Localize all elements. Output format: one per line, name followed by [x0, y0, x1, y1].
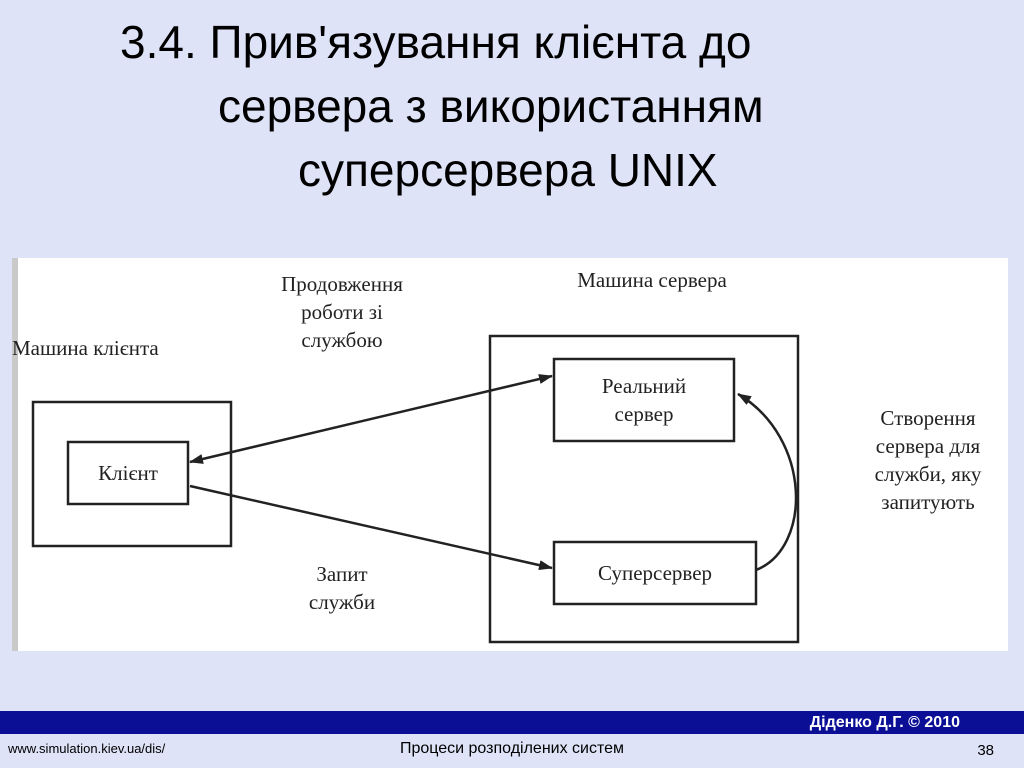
create-server-label: Створення сервера для служби, яку запиту… — [874, 406, 982, 514]
diagram-panel: Машина клієнта Клієнт Машина сервера Реа… — [12, 258, 1008, 651]
real-server-box-frame — [552, 357, 736, 443]
request-service-label: Запит служби — [308, 562, 376, 614]
scan-edge — [12, 258, 18, 651]
real-server-box: Реальний сервер — [601, 374, 687, 426]
title-line-3: суперсервера UNIX — [298, 144, 718, 196]
request-arrow — [189, 484, 553, 571]
diagram-graphics — [12, 258, 800, 651]
server-machine-label: Машина сервера — [577, 268, 727, 292]
title-line-2: сервера з використанням — [218, 80, 764, 132]
client-machine-label: Машина клієнта — [12, 336, 159, 360]
footer-course-title: Процеси розподілених систем — [399, 740, 625, 757]
server-machine-frame — [488, 334, 800, 644]
client-box: Клієнт — [98, 461, 158, 485]
footer-author: Діденко Д.Г. © 2010 — [809, 714, 960, 731]
spawn-server-arrow — [737, 392, 798, 572]
title-line-1: 3.4. Прив'язування клієнта до — [120, 16, 752, 68]
footer-bar: Діденко Д.Г. © 2010 — [0, 711, 1024, 734]
client-box-frame — [66, 440, 190, 506]
service-session-arrow — [189, 374, 553, 464]
superserver-box-frame — [552, 540, 758, 606]
continue-service-label: Продовження роботи зі службою — [281, 272, 403, 352]
page-number: 38 — [977, 742, 994, 759]
footer-url: www.simulation.kiev.ua/dis/ — [8, 741, 166, 756]
superserver-box: Суперсервер — [597, 561, 713, 585]
client-machine-frame — [31, 400, 233, 548]
